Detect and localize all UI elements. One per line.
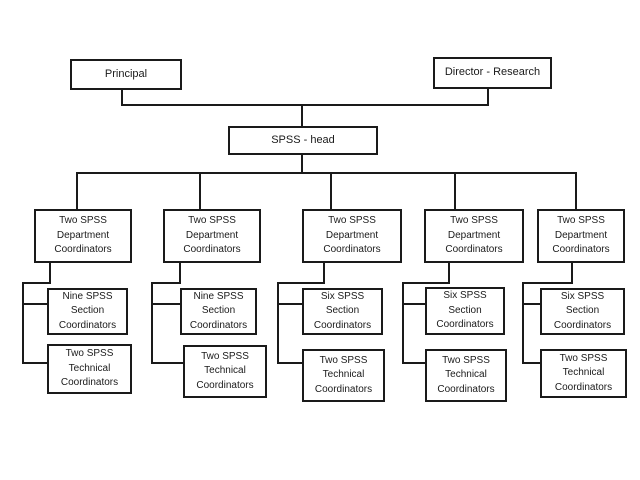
technical-coordinators-box-2: Two SPSS Technical Coordinators [183,345,267,398]
department-coordinators-box-4: Two SPSS Department Coordinators [424,209,524,263]
connector-branch-5 [522,262,573,364]
section-coordinators-box-3: Six SPSS Section Coordinators [302,288,383,335]
department-coordinators-box-3: Two SPSS Department Coordinators [302,209,402,263]
technical-coordinators-box-3: Two SPSS Technical Coordinators [302,349,385,402]
technical-coordinators-box-1: Two SPSS Technical Coordinators [47,344,132,394]
director-research-box: Director - Research [433,57,552,89]
spss-head-box: SPSS - head [228,126,378,155]
connector-branch-4 [402,262,450,364]
department-coordinators-box-1: Two SPSS Department Coordinators [34,209,132,263]
department-coordinators-box-2: Two SPSS Department Coordinators [163,209,261,263]
department-coordinators-box-5: Two SPSS Department Coordinators [537,209,625,263]
principal-box: Principal [70,59,182,90]
connector-top-row [121,88,489,128]
section-coordinators-box-4: Six SPSS Section Coordinators [425,287,505,335]
connector-branch-1 [22,262,51,364]
connector-head-to-departments [76,154,577,210]
connector-branch-2 [151,262,184,364]
connector-branch-3 [277,262,325,364]
section-coordinators-box-2: Nine SPSS Section Coordinators [180,288,257,335]
technical-coordinators-box-4: Two SPSS Technical Coordinators [425,349,507,402]
section-coordinators-box-1: Nine SPSS Section Coordinators [47,288,128,335]
section-coordinators-box-5: Six SPSS Section Coordinators [540,288,625,335]
technical-coordinators-box-5: Two SPSS Technical Coordinators [540,349,627,398]
